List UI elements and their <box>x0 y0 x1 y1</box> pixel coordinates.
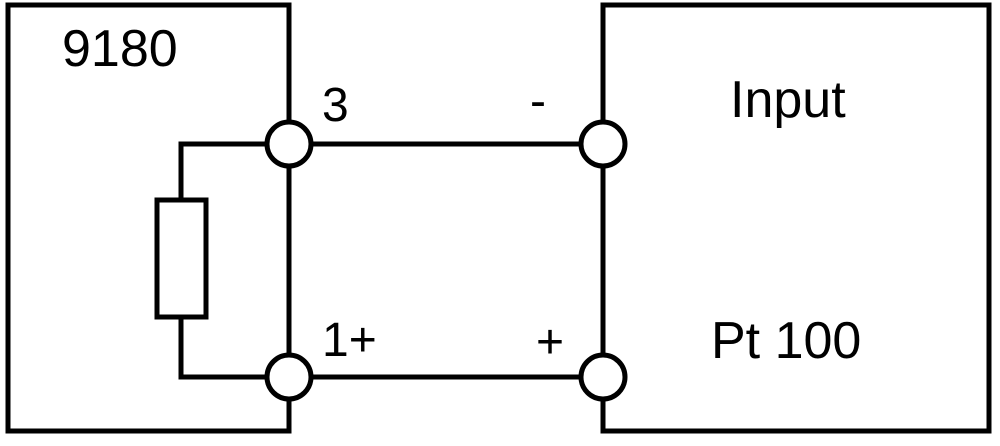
terminal-1plus <box>264 352 314 402</box>
terminal-plus <box>578 352 628 402</box>
device-9180-title: 9180 <box>62 20 178 78</box>
terminal-minus-label: - <box>530 75 546 128</box>
resistor-top-wire <box>178 141 292 203</box>
device-9180-box <box>5 2 292 434</box>
resistor-bottom-wire <box>178 314 292 380</box>
terminal-minus <box>578 119 628 169</box>
terminal-plus-label: + <box>536 316 564 369</box>
device-input-subtitle: Pt 100 <box>711 312 861 370</box>
resistor-symbol <box>154 197 209 320</box>
device-input-title: Input <box>730 71 846 129</box>
terminal-1plus-label: 1+ <box>322 314 377 367</box>
device-input-box <box>600 2 992 434</box>
terminal-3-label: 3 <box>322 79 349 132</box>
terminal-3 <box>264 119 314 169</box>
